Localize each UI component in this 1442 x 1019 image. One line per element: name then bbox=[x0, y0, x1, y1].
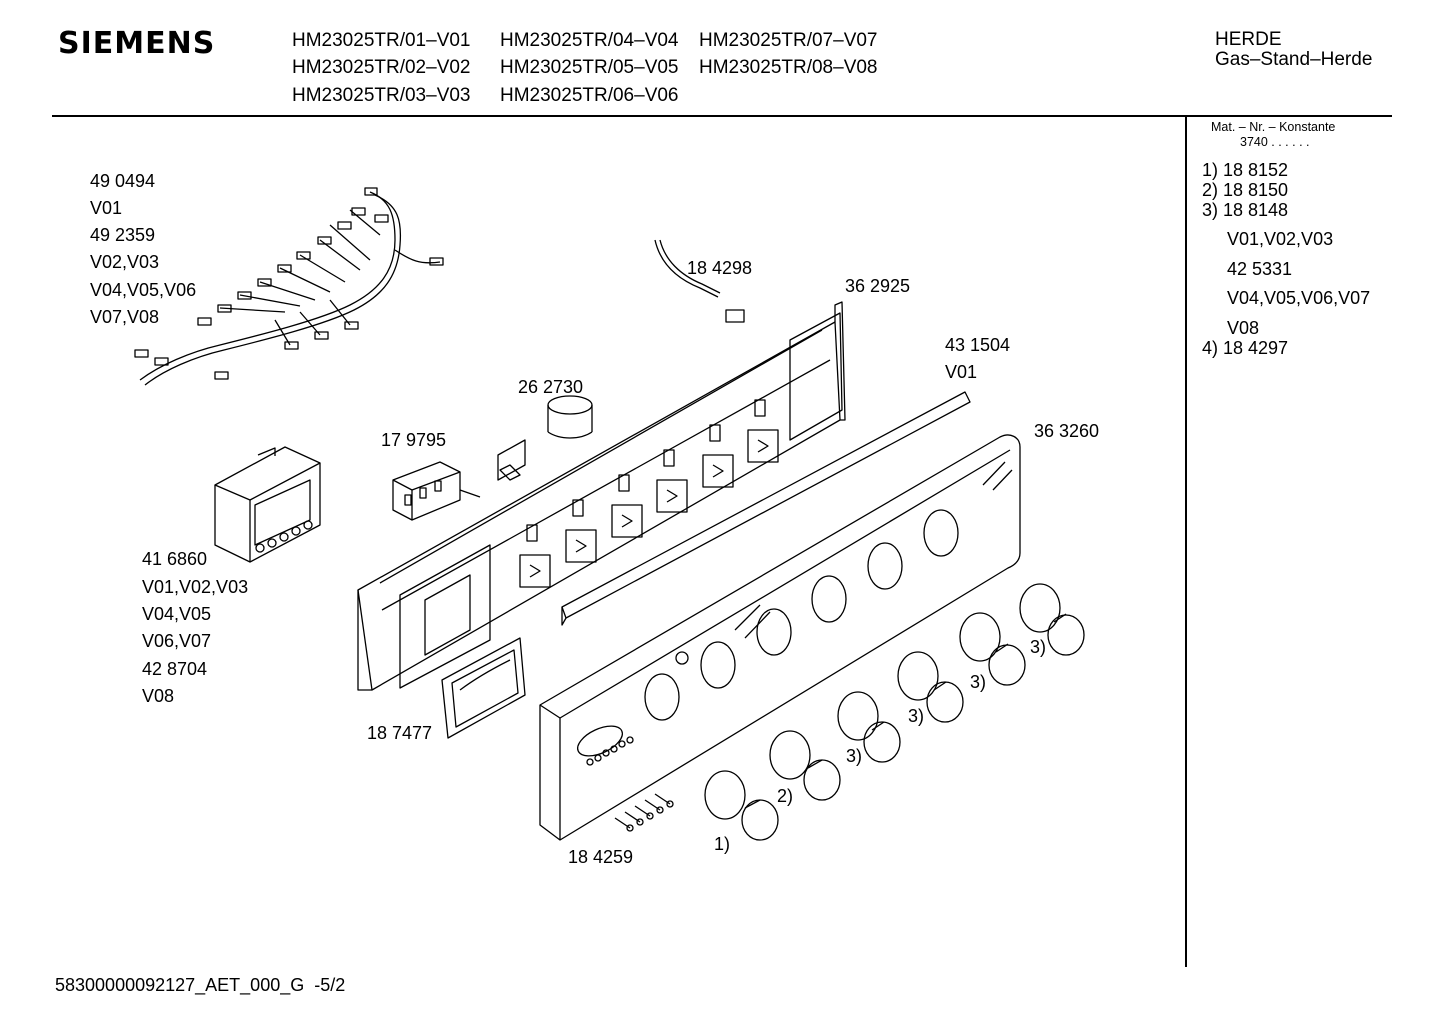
screws bbox=[614, 793, 674, 832]
knob-ref: 3) bbox=[1030, 637, 1047, 657]
sidebar-entry: V04,V05,V06,V07 bbox=[1227, 288, 1371, 308]
front-control-panel bbox=[539, 434, 1021, 841]
control-knobs bbox=[704, 583, 1085, 841]
part-label: V04,V05 bbox=[142, 604, 212, 624]
sidebar-entry: 2) 18 8150 bbox=[1202, 180, 1289, 200]
document-id: 58300000092127_AET_000_G bbox=[55, 975, 305, 995]
knob-ref: 1) bbox=[714, 834, 731, 854]
document-footer: 58300000092127_AET_000_G -5/2 bbox=[55, 975, 345, 996]
sidebar-entry: 3) 18 8148 bbox=[1202, 200, 1289, 220]
part-label: 18 4259 bbox=[568, 847, 634, 867]
control-bracket bbox=[357, 301, 846, 691]
sidebar-entry: 1) 18 8152 bbox=[1202, 160, 1289, 180]
part-label: V06,V07 bbox=[142, 631, 212, 651]
subcategory-title: Gas–Stand–Herde bbox=[1215, 49, 1373, 70]
part-label: 49 2359 bbox=[90, 225, 156, 245]
model-number: HM23025TR/06–V06 bbox=[500, 85, 679, 106]
part-label: V08 bbox=[142, 686, 175, 706]
trim-strip bbox=[561, 391, 971, 626]
model-number: HM23025TR/05–V05 bbox=[500, 57, 679, 78]
part-label: V01,V02,V03 bbox=[142, 577, 249, 597]
sidebar-entry: 42 5331 bbox=[1227, 259, 1293, 279]
wiring-harness bbox=[134, 187, 444, 386]
category-title: HERDE bbox=[1215, 29, 1282, 50]
part-label: V02,V03 bbox=[90, 252, 160, 272]
part-label: V01 bbox=[945, 362, 978, 382]
knob-ref: 3) bbox=[908, 706, 925, 726]
sidebar-divider bbox=[1185, 117, 1187, 967]
knob-ref: 3) bbox=[970, 672, 987, 692]
part-label: V07,V08 bbox=[90, 307, 160, 327]
model-number: HM23025TR/08–V08 bbox=[699, 57, 878, 78]
display-frame bbox=[441, 637, 526, 739]
timer-module bbox=[214, 446, 321, 563]
part-label: 36 3260 bbox=[1034, 421, 1100, 441]
brand-logo: SIEMENS bbox=[58, 26, 216, 61]
part-label: 43 1504 bbox=[945, 335, 1011, 355]
knob-ref: 2) bbox=[777, 786, 794, 806]
header-divider bbox=[52, 115, 1392, 117]
sidebar-entry: V08 bbox=[1227, 318, 1260, 338]
part-label: 41 6860 bbox=[142, 549, 208, 569]
part-label: 18 7477 bbox=[367, 723, 433, 743]
model-number: HM23025TR/04–V04 bbox=[500, 30, 679, 51]
part-label: V04,V05,V06 bbox=[90, 280, 197, 300]
mat-value: 3740 . . . . . . bbox=[1240, 135, 1310, 149]
part-label: V01 bbox=[90, 198, 123, 218]
sidebar-entry: V01,V02,V03 bbox=[1227, 229, 1334, 249]
part-label: 18 4298 bbox=[687, 258, 753, 278]
mat-header: Mat. – Nr. – Konstante bbox=[1211, 120, 1336, 134]
part-label: 17 9795 bbox=[381, 430, 447, 450]
model-number: HM23025TR/01–V01 bbox=[292, 30, 471, 51]
part-label: 26 2730 bbox=[518, 377, 584, 397]
ignition-ring bbox=[547, 395, 593, 439]
page-number: -5/2 bbox=[314, 975, 346, 995]
model-number: HM23025TR/07–V07 bbox=[699, 30, 878, 51]
part-label: 49 0494 bbox=[90, 171, 156, 191]
part-label: 42 8704 bbox=[142, 659, 208, 679]
model-number: HM23025TR/02–V02 bbox=[292, 57, 471, 78]
selector-switch bbox=[392, 461, 481, 521]
thermocouple-cable bbox=[654, 239, 745, 323]
sidebar-entry: 4) 18 4297 bbox=[1202, 338, 1289, 358]
part-label: 36 2925 bbox=[845, 276, 911, 296]
knob-ref: 3) bbox=[846, 746, 863, 766]
model-number: HM23025TR/03–V03 bbox=[292, 85, 471, 106]
